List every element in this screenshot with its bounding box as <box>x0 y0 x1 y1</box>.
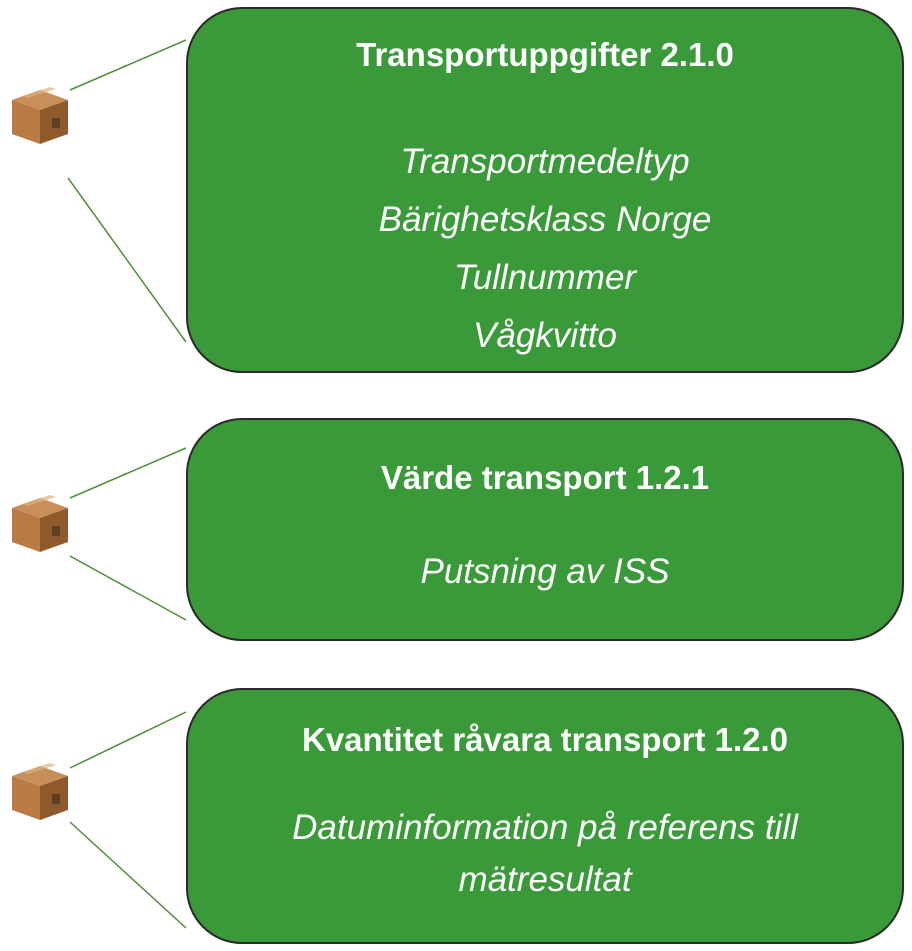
card-item: Tullnummer <box>453 258 637 297</box>
card-item: Bärighetsklass Norge <box>378 200 712 239</box>
connector-line <box>67 177 187 343</box>
card-varde-transport: Värde transport 1.2.1 Putsning av ISS <box>186 418 904 641</box>
connector-line <box>69 555 187 621</box>
card-transportuppgifter: Transportuppgifter 2.1.0 Transportmedelt… <box>186 7 904 373</box>
card-title: Värde transport 1.2.1 <box>380 459 710 496</box>
card-items: Transportmedeltyp Bärighetsklass Norge T… <box>188 133 902 365</box>
card-kvantitet-ravara: Kvantitet råvara transport 1.2.0 Datumin… <box>186 688 904 944</box>
card-item: mätresultat <box>458 860 632 899</box>
connector-line <box>69 39 187 91</box>
connector-line <box>69 711 187 769</box>
connector-line <box>69 447 187 499</box>
card-items: Putsning av ISS <box>188 543 902 601</box>
card-item: Putsning av ISS <box>420 552 670 591</box>
card-title: Kvantitet råvara transport 1.2.0 <box>301 721 789 758</box>
card-title: Transportuppgifter 2.1.0 <box>356 36 734 73</box>
card-item: Vågkvitto <box>473 316 617 355</box>
package-box-icon <box>12 763 68 820</box>
card-items: Datuminformation på referens till mätres… <box>188 802 902 906</box>
card-item: Datuminformation på referens till <box>292 808 798 847</box>
connector-line <box>69 821 187 929</box>
package-box-icon <box>12 87 68 144</box>
package-box-icon <box>12 495 68 552</box>
card-item: Transportmedeltyp <box>400 142 690 181</box>
